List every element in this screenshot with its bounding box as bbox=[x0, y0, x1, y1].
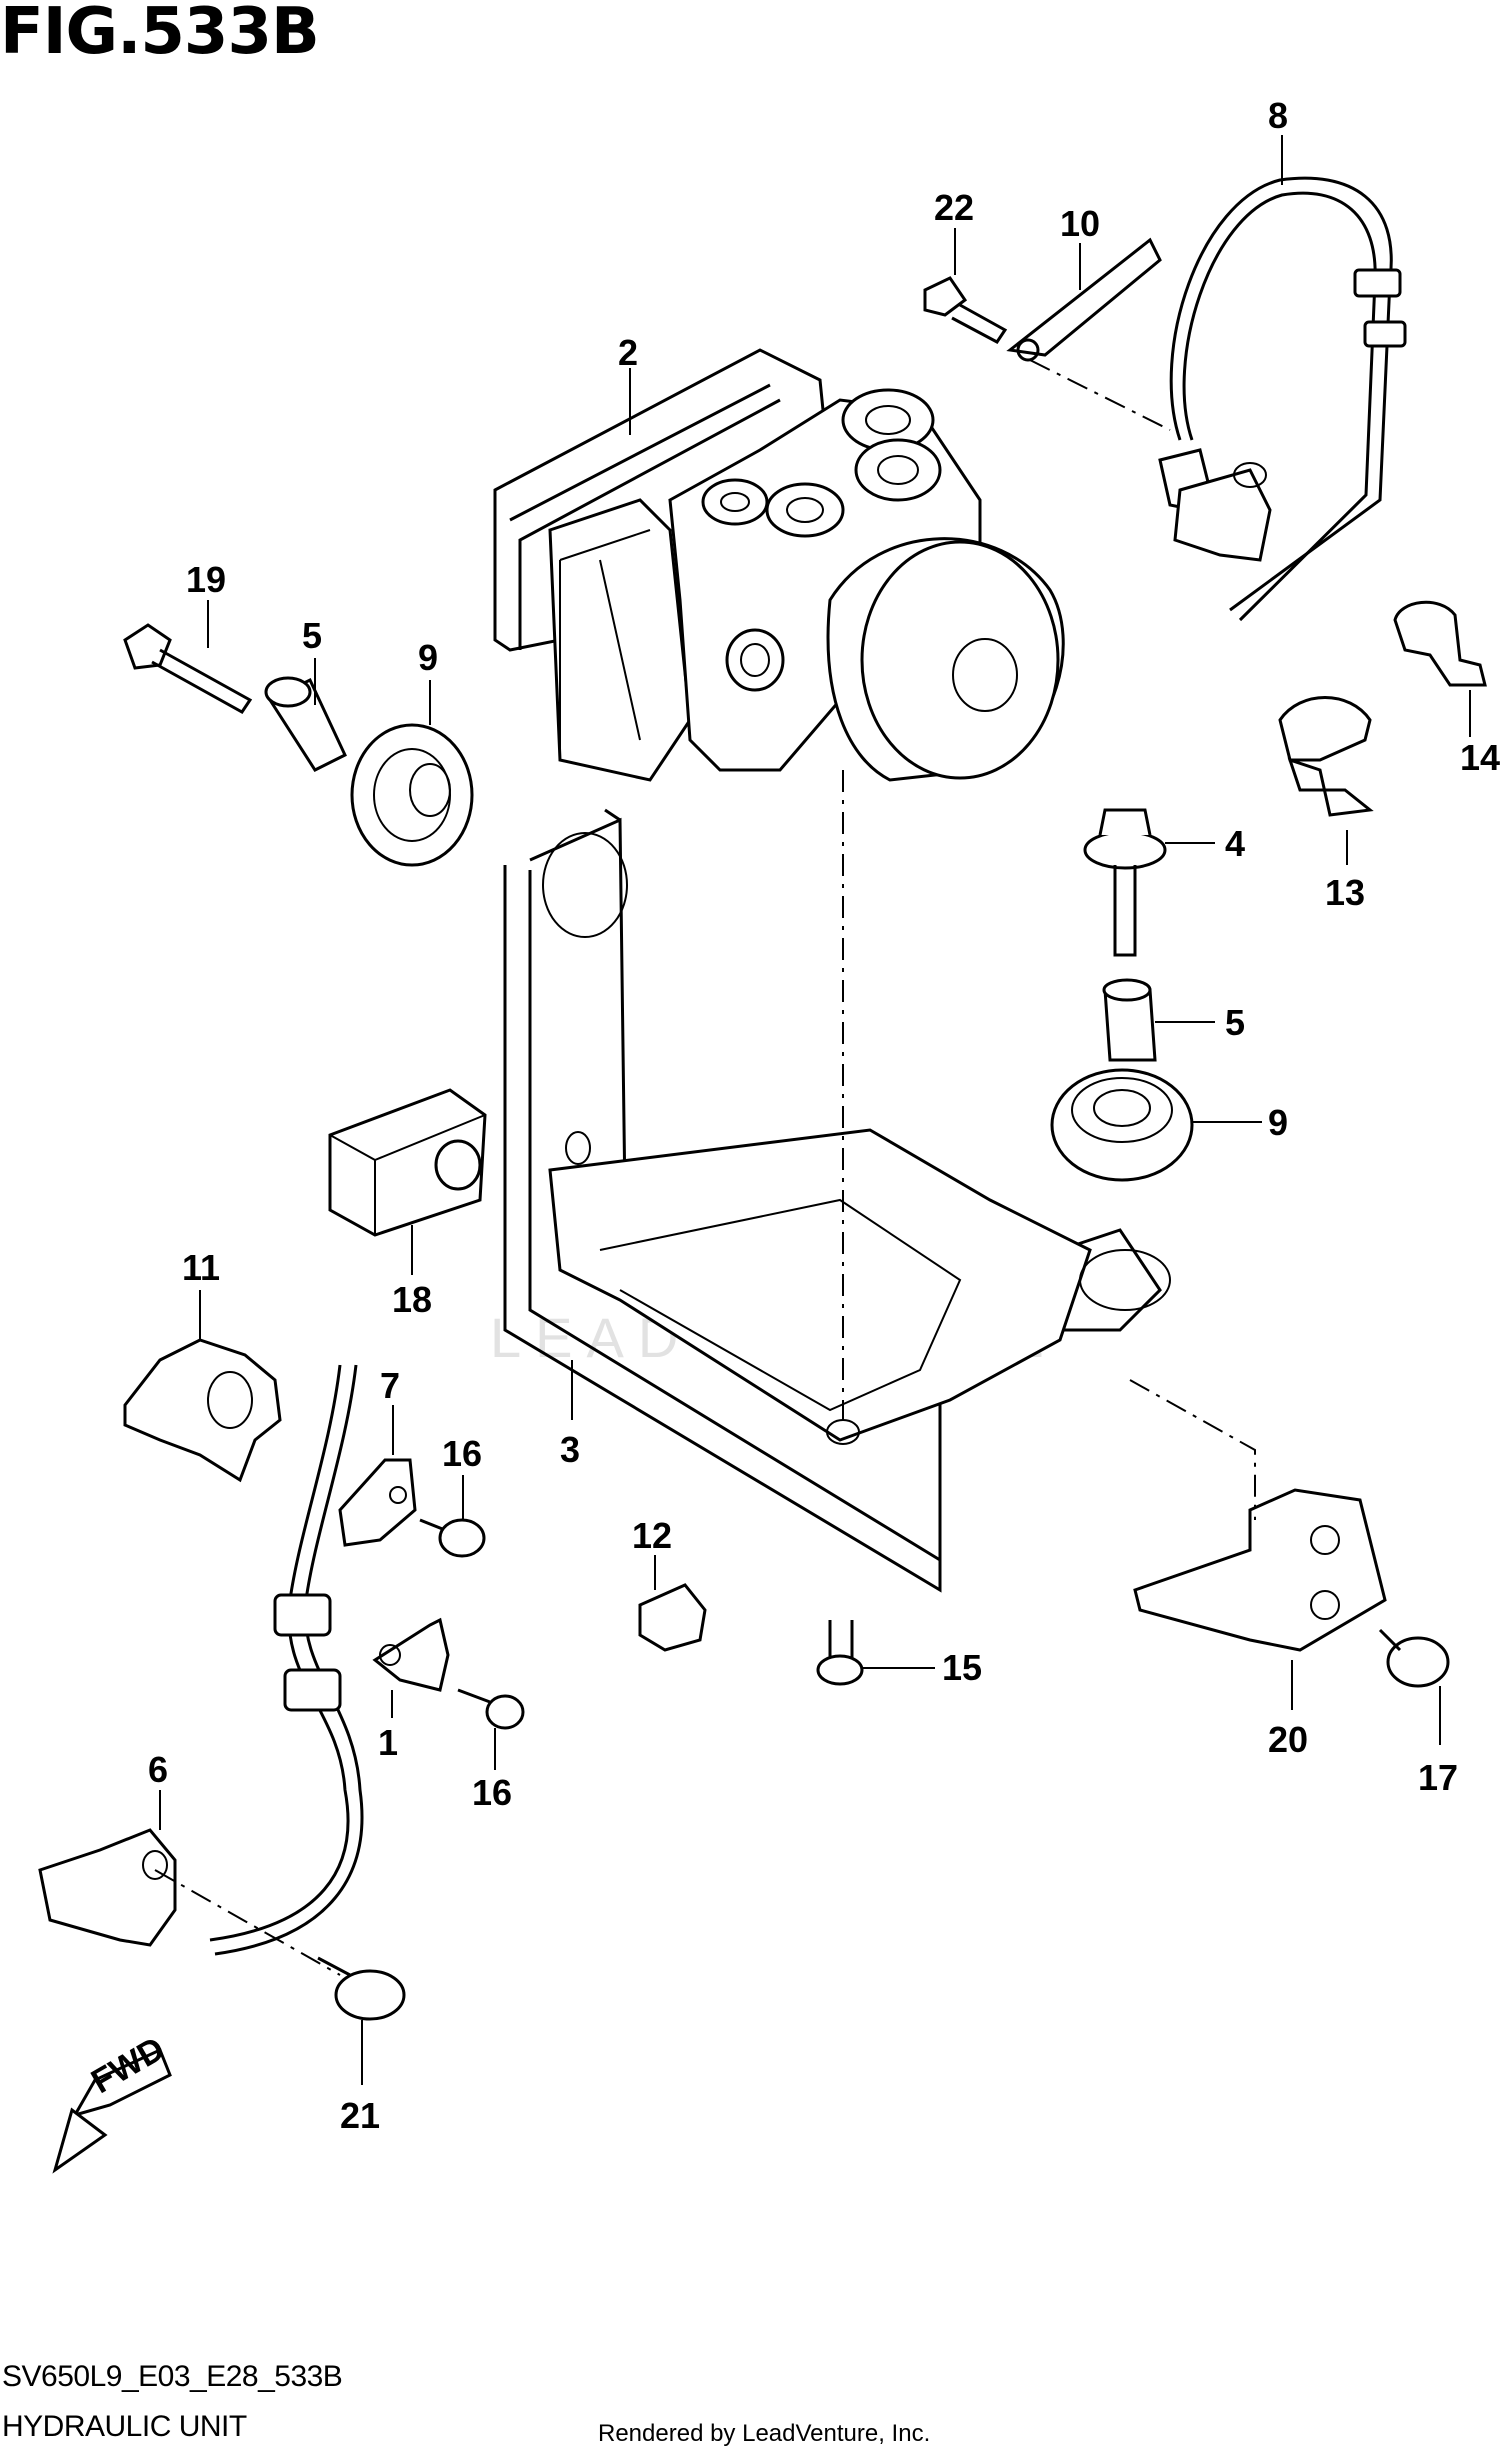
callout-6: 6 bbox=[148, 1749, 168, 1790]
section-name: HYDRAULIC UNIT bbox=[2, 2410, 247, 2443]
bolt-4-part[interactable] bbox=[1083, 808, 1167, 957]
bracket-part[interactable] bbox=[503, 808, 1171, 1593]
speed-sensor-part[interactable] bbox=[38, 1364, 364, 1956]
clamp-18-part[interactable] bbox=[328, 1088, 487, 1237]
collar-5b-part[interactable] bbox=[1102, 978, 1157, 1062]
callout-20: 20 bbox=[1268, 1719, 1308, 1760]
assembly-line-6-21 bbox=[154, 1869, 341, 1976]
wire-harness-part[interactable] bbox=[1158, 176, 1407, 622]
figure-title: FIG.533B bbox=[0, 0, 320, 69]
callout-18: 18 bbox=[392, 1279, 432, 1320]
callout-21: 21 bbox=[340, 2095, 380, 2136]
callout-9a: 9 bbox=[418, 637, 438, 678]
callout-5b: 5 bbox=[1225, 1002, 1245, 1043]
callout-22: 22 bbox=[934, 187, 974, 228]
bolt-17-part[interactable] bbox=[1378, 1628, 1450, 1688]
callout-1: 1 bbox=[378, 1722, 398, 1763]
callout-4: 4 bbox=[1225, 823, 1245, 864]
clamp-1-part[interactable] bbox=[372, 1617, 450, 1692]
clamp-11-part[interactable] bbox=[123, 1338, 282, 1483]
callout-5a: 5 bbox=[302, 615, 322, 656]
callout-16a: 16 bbox=[442, 1433, 482, 1474]
callout-16b: 16 bbox=[472, 1772, 512, 1813]
collar-5-part[interactable] bbox=[264, 676, 347, 772]
clamp-12-part[interactable] bbox=[638, 1583, 707, 1652]
fwd-arrow-icon bbox=[52, 2047, 172, 2174]
bracket-10-part[interactable] bbox=[1006, 237, 1162, 362]
callout-19: 19 bbox=[186, 559, 226, 600]
callout-14: 14 bbox=[1460, 737, 1500, 778]
callout-17: 17 bbox=[1418, 1757, 1458, 1798]
bolt-22-part[interactable] bbox=[923, 276, 1008, 344]
rendered-by-credit: Rendered by LeadVenture, Inc. bbox=[598, 2420, 931, 2447]
clamp-14-part[interactable] bbox=[1393, 600, 1487, 687]
grommet-9b-part[interactable] bbox=[1050, 1068, 1194, 1182]
bolt-16a-part[interactable] bbox=[419, 1518, 486, 1558]
callout-3: 3 bbox=[560, 1429, 580, 1470]
assembly-line-22-8 bbox=[1029, 359, 1171, 431]
bracket-20-part[interactable] bbox=[1133, 1488, 1387, 1652]
callout-13: 13 bbox=[1325, 872, 1365, 913]
bolt-19-part[interactable] bbox=[123, 623, 253, 714]
callout-2: 2 bbox=[618, 332, 638, 373]
bolt-21-part[interactable] bbox=[317, 1956, 406, 2021]
callout-9b: 9 bbox=[1268, 1102, 1288, 1143]
model-code: SV650L9_E03_E28_533B bbox=[2, 2360, 343, 2393]
callout-12: 12 bbox=[632, 1515, 672, 1556]
callout-10: 10 bbox=[1060, 203, 1100, 244]
clamp-13-part[interactable] bbox=[1278, 696, 1374, 817]
callout-8: 8 bbox=[1268, 95, 1288, 136]
bolt-15-part[interactable] bbox=[816, 1620, 864, 1686]
assembly-line-3-20 bbox=[1129, 1379, 1256, 1520]
callout-7: 7 bbox=[380, 1365, 400, 1406]
grommet-9-part[interactable] bbox=[350, 723, 474, 867]
hydraulic-unit-part[interactable] bbox=[493, 348, 1065, 782]
bolt-16b-part[interactable] bbox=[457, 1688, 525, 1730]
clamp-7-part[interactable] bbox=[338, 1458, 417, 1547]
callout-11: 11 bbox=[182, 1247, 220, 1288]
callout-15: 15 bbox=[942, 1647, 982, 1688]
